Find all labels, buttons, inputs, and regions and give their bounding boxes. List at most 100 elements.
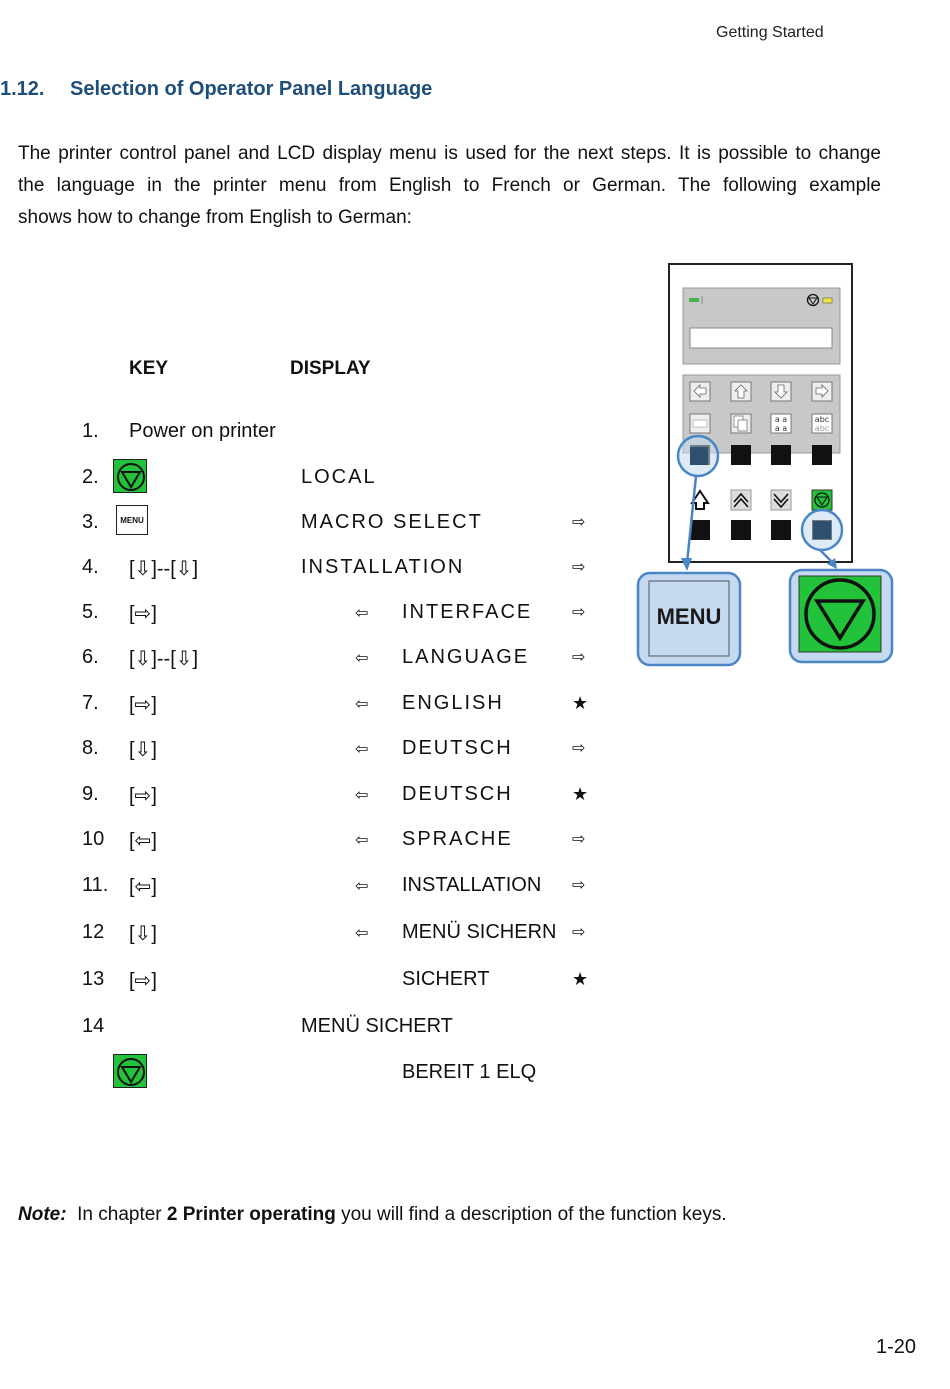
stop-indicator-icon bbox=[806, 293, 820, 307]
step-display-text: MACRO SELECT bbox=[301, 511, 483, 533]
back-arrow-icon: ⇦ bbox=[355, 925, 369, 942]
forward-arrow-icon: ⇨ bbox=[572, 604, 586, 621]
lcd-screen bbox=[689, 327, 833, 349]
step-key: [⇨] bbox=[129, 603, 157, 625]
step-display-text: INSTALLATION bbox=[402, 874, 542, 896]
back-arrow-icon: ⇦ bbox=[355, 696, 369, 713]
stop-callout-icon bbox=[804, 578, 876, 650]
panel-button bbox=[690, 520, 710, 540]
menu-callout-label: MENU bbox=[657, 604, 722, 629]
abc-key-label: abc bbox=[815, 415, 829, 424]
step-number: 13 bbox=[82, 968, 105, 990]
back-arrow-icon: ⇦ bbox=[355, 650, 369, 667]
status-led-mark bbox=[701, 296, 703, 304]
step-number: 1. bbox=[82, 420, 99, 442]
step-number: 8. bbox=[82, 737, 99, 759]
panel-button bbox=[771, 445, 791, 465]
forward-arrow-icon: ⇨ bbox=[572, 649, 586, 666]
page-up-icon bbox=[733, 492, 749, 508]
panel-button bbox=[771, 520, 791, 540]
intro-paragraph: The printer control panel and LCD displa… bbox=[18, 138, 881, 234]
section-heading: 1.12. Selection of Operator Panel Languag… bbox=[0, 78, 432, 101]
back-arrow-icon: ⇦ bbox=[355, 741, 369, 758]
step-display-text: BEREIT 1 ELQ bbox=[402, 1061, 537, 1083]
step-number: 4. bbox=[82, 556, 99, 578]
step-display-text: INTERFACE bbox=[402, 601, 533, 623]
selected-star-icon: ★ bbox=[572, 693, 589, 713]
menu-key-icon: MENU bbox=[116, 505, 148, 535]
home-arrow-icon bbox=[690, 489, 710, 510]
step-key: [⇩] bbox=[129, 923, 157, 945]
intro-line-1: The printer control panel and LCD displa… bbox=[18, 143, 881, 164]
forward-arrow-icon: ⇨ bbox=[572, 831, 586, 848]
step-display-text: DEUTSCH bbox=[402, 783, 513, 805]
intro-line-3: shows how to change from English to Germ… bbox=[18, 207, 412, 228]
step-number: 12 bbox=[82, 921, 105, 943]
right-arrow-icon bbox=[815, 384, 829, 398]
step-key: [⇩]--[⇩] bbox=[129, 558, 199, 580]
arrow-key-row bbox=[689, 381, 833, 402]
step-display-text: ENGLISH bbox=[402, 692, 504, 714]
step-key: [⇨] bbox=[129, 970, 157, 992]
svg-text:a a: a a bbox=[775, 424, 787, 433]
step-key: [⇦] bbox=[129, 876, 157, 898]
back-arrow-icon: ⇦ bbox=[355, 878, 369, 895]
back-arrow-icon: ⇦ bbox=[355, 605, 369, 622]
step-key: [⇩] bbox=[129, 739, 157, 761]
page-down-icon bbox=[773, 493, 789, 509]
lcd-area bbox=[682, 287, 841, 365]
step-number: 2. bbox=[82, 466, 99, 488]
step-display-text: MENÜ SICHERT bbox=[301, 1015, 453, 1037]
stop-key-icon bbox=[113, 459, 147, 493]
step-number: 9. bbox=[82, 783, 99, 805]
step-key: [⇨] bbox=[129, 785, 157, 807]
intro-line-2: the language in the printer menu from En… bbox=[18, 175, 881, 196]
selected-star-icon: ★ bbox=[572, 969, 589, 989]
panel-button bbox=[812, 445, 832, 465]
step-key: [⇦] bbox=[129, 830, 157, 852]
up-arrow-icon bbox=[734, 384, 748, 399]
left-arrow-icon bbox=[693, 384, 707, 398]
note-prefix: In chapter bbox=[77, 1204, 162, 1225]
step-display-text: MENÜ SICHERN bbox=[402, 921, 557, 943]
note-chapter-reference: 2 Printer operating bbox=[166, 1204, 336, 1225]
forward-arrow-icon: ⇨ bbox=[572, 924, 586, 941]
stop-callout-arrow bbox=[819, 549, 834, 564]
function-key-row: a a a a abc abc bbox=[689, 413, 833, 434]
stop-key-icon bbox=[113, 1054, 147, 1088]
step-number: 14 bbox=[82, 1015, 105, 1037]
status-led-green bbox=[689, 298, 699, 302]
running-header: Getting Started bbox=[716, 24, 824, 41]
step-key: [⇩]--[⇩] bbox=[129, 648, 199, 670]
section-number: 1.12. bbox=[0, 78, 45, 100]
menu-callout-arrow bbox=[685, 475, 698, 564]
back-arrow-icon: ⇦ bbox=[355, 832, 369, 849]
section-title: Selection of Operator Panel Language bbox=[70, 78, 433, 100]
column-header-key: KEY bbox=[129, 358, 169, 379]
step-display-text: LANGUAGE bbox=[402, 646, 530, 668]
page-number: 1-20 bbox=[876, 1336, 917, 1358]
status-led-yellow bbox=[822, 297, 833, 304]
step-number: 3. bbox=[82, 511, 99, 533]
panel-button bbox=[731, 445, 751, 465]
step-number: 7. bbox=[82, 692, 99, 714]
step-display-text: DEUTSCH bbox=[402, 737, 513, 759]
note-paragraph: Note: In chapter 2 Printer operating you… bbox=[18, 1204, 727, 1226]
down-arrow-icon bbox=[774, 384, 788, 399]
back-arrow-icon: ⇦ bbox=[355, 787, 369, 804]
stop-key-icon bbox=[814, 492, 830, 508]
step-key: Power on printer bbox=[129, 420, 276, 442]
step-display-text: INSTALLATION bbox=[301, 556, 465, 578]
selected-star-icon: ★ bbox=[572, 784, 589, 804]
forward-arrow-icon: ⇨ bbox=[572, 877, 586, 894]
step-display-text: LOCAL bbox=[301, 466, 377, 488]
note-suffix: you will find a description of the funct… bbox=[341, 1204, 727, 1225]
forward-arrow-icon: ⇨ bbox=[572, 559, 586, 576]
step-number: 6. bbox=[82, 646, 99, 668]
forward-arrow-icon: ⇨ bbox=[572, 514, 586, 531]
step-number: 5. bbox=[82, 601, 99, 623]
svg-text:abc: abc bbox=[815, 424, 829, 433]
menu-small-key-icon bbox=[692, 419, 708, 428]
font-key-label: a a bbox=[775, 415, 787, 424]
note-label: Note: bbox=[18, 1204, 67, 1225]
